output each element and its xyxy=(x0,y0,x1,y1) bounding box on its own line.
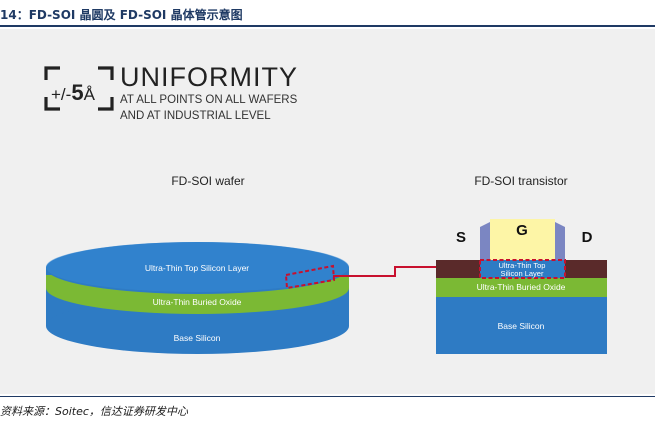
transistor-top-layer-label-1: Ultra-Thin Top xyxy=(499,261,546,270)
wafer-base-bottom xyxy=(46,298,349,354)
uniformity-subline-1: AT ALL POINTS ON ALL WAFERS xyxy=(120,94,298,106)
uniformity-subline-2: AND AT INDUSTRIAL LEVEL xyxy=(120,110,271,122)
transistor-illustration xyxy=(436,219,607,354)
wafer-illustration xyxy=(46,242,349,354)
gate-spacer-right xyxy=(555,222,565,260)
transistor-highlight-box xyxy=(479,259,566,279)
uniformity-headline: UNIFORMITY xyxy=(120,62,298,92)
gate-spacer-left xyxy=(480,222,490,260)
diagram-panel: +/-5Å UNIFORMITY AT ALL POINTS ON ALL WA… xyxy=(0,29,655,394)
transistor-base-layer-label: Base Silicon xyxy=(498,321,545,331)
figure-title: 14：FD-SOI 晶圆及 FD-SOI 晶体管示意图 xyxy=(0,8,243,22)
transistor-top-layer-label-2: Silicon Layer xyxy=(501,269,544,278)
transistor-oxide-layer xyxy=(436,278,607,297)
wafer-top-sheen xyxy=(46,242,349,292)
wafer-title: FD-SOI wafer xyxy=(171,174,244,188)
wafer-top-layer-label: Ultra-Thin Top Silicon Layer xyxy=(145,263,249,273)
transistor-oxide-layer-label: Ultra-Thin Buried Oxide xyxy=(477,282,566,292)
fd-soi-diagram: +/-5Å UNIFORMITY AT ALL POINTS ON ALL WA… xyxy=(44,62,607,354)
gate-label: G xyxy=(516,222,528,239)
wafer-oxide-layer-label: Ultra-Thin Buried Oxide xyxy=(153,297,242,307)
uniformity-bracket-icon xyxy=(44,66,114,111)
wafer-highlight-box xyxy=(284,264,336,290)
gate-electrode xyxy=(490,219,555,260)
tolerance-label: +/-5Å xyxy=(51,80,96,105)
source-divider xyxy=(0,396,655,397)
transistor-channel-layer xyxy=(480,260,565,278)
transistor-title: FD-SOI transistor xyxy=(474,174,567,188)
source-note: 资料来源：Soitec，信达证券研发中心 xyxy=(0,405,188,418)
title-divider xyxy=(0,25,655,27)
source-label: S xyxy=(456,229,466,246)
wafer-base-layer-label: Base Silicon xyxy=(174,333,221,343)
transistor-base-layer xyxy=(436,297,607,354)
drain-label: D xyxy=(582,229,593,246)
